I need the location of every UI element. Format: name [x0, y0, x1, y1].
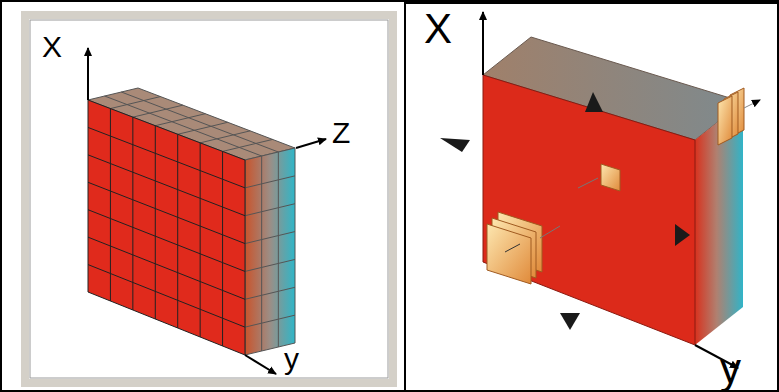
grid-line — [222, 151, 223, 346]
gridded-slab — [88, 88, 295, 355]
grid-line — [88, 265, 245, 328]
panel-frame — [25, 15, 393, 383]
axis-label: y — [720, 348, 741, 390]
grid-line — [245, 287, 295, 299]
grid-line — [245, 259, 295, 271]
grid-line — [132, 117, 133, 310]
grid-line — [245, 204, 295, 216]
grid-line — [178, 122, 228, 134]
grid-line — [110, 109, 111, 301]
axis-label: Z — [332, 118, 350, 148]
grid-line — [110, 97, 160, 109]
panel-inner — [30, 20, 388, 378]
axis-label: X — [42, 32, 62, 62]
grid-line — [155, 126, 156, 319]
slab-face — [245, 148, 295, 355]
grid-line — [88, 155, 245, 216]
top-rule — [405, 0, 779, 4]
grid-line — [278, 152, 279, 347]
axis-label: X — [424, 8, 452, 50]
grid-line — [245, 232, 295, 244]
grid-line — [88, 127, 245, 187]
stressed-slab — [483, 37, 743, 345]
x-axis — [482, 12, 484, 75]
grid-line — [155, 114, 205, 126]
slab-face — [88, 100, 245, 355]
y-axis — [245, 355, 276, 374]
grid-line — [200, 131, 250, 143]
x-axis — [87, 48, 89, 100]
grid-line — [261, 156, 262, 351]
grid-line — [245, 176, 295, 188]
axis-label: y — [284, 344, 299, 374]
grid-line — [88, 237, 245, 299]
grid-line — [88, 182, 245, 243]
grid-line — [245, 315, 295, 327]
grid-line — [177, 134, 178, 328]
grid-line — [88, 210, 245, 272]
grid-line — [133, 105, 183, 117]
stress-planes — [487, 88, 760, 284]
divider — [404, 0, 406, 392]
z-axis — [296, 139, 326, 148]
stress-arrows — [440, 92, 690, 330]
grid-line — [223, 139, 273, 151]
grid-line — [200, 143, 201, 337]
